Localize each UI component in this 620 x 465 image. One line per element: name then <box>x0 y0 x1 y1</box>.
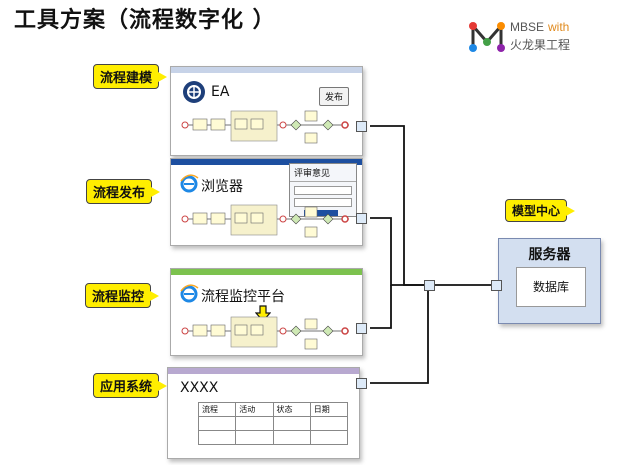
table-cell <box>235 430 274 445</box>
process-table: 流程 活动 状态 日期 <box>197 402 349 445</box>
server-connector <box>491 280 502 291</box>
monitor-connector <box>356 323 367 334</box>
monitor-panel: 流程监控平台 <box>170 268 363 356</box>
database-label: 数据库 <box>532 280 569 294</box>
ea-app-label: EA <box>211 84 230 100</box>
review-comment-title: 评审意见 <box>290 164 356 182</box>
process-diagram <box>181 204 349 238</box>
table-row <box>197 416 349 431</box>
table-header-cell: 流程 <box>197 402 237 417</box>
server-title: 服务器 <box>528 247 571 263</box>
mbse-logo-icon <box>469 22 505 52</box>
monitor-app-label: 流程监控平台 <box>201 289 285 305</box>
table-row <box>197 430 349 445</box>
comment-submit-button[interactable] <box>304 210 338 216</box>
ea-titlebar <box>171 67 362 73</box>
table-header-cell: 日期 <box>309 402 349 417</box>
logo-company: 火龙果工程 <box>510 38 571 52</box>
ea-connector <box>356 121 367 132</box>
review-comment-box: 评审意见 <box>289 163 357 217</box>
ie-icon <box>180 284 199 303</box>
server-box: 服务器 数据库 <box>498 238 601 324</box>
comment-line-2[interactable] <box>294 198 352 207</box>
browser-connector <box>356 213 367 224</box>
appsys-panel: XXXX 流程 活动 状态 日期 <box>167 367 360 459</box>
logo-with: with <box>548 20 570 34</box>
process-diagram <box>181 110 349 144</box>
table-header-cell: 活动 <box>235 402 274 417</box>
table-cell <box>197 430 237 445</box>
ea-panel: EA 发布 <box>170 66 363 156</box>
comment-line-1[interactable] <box>294 186 352 195</box>
table-header-cell: 状态 <box>272 402 311 417</box>
logo-brand: MBSE <box>510 20 545 34</box>
ie-icon <box>180 174 199 193</box>
table-header-row: 流程 活动 状态 日期 <box>197 402 349 417</box>
appsys-app-label: XXXX <box>180 380 219 396</box>
ea-logo-icon <box>183 81 205 103</box>
table-cell <box>272 416 311 431</box>
database-box: 数据库 <box>516 267 586 307</box>
appsys-titlebar <box>168 368 359 374</box>
monitor-titlebar <box>171 269 362 275</box>
process-diagram <box>181 316 349 350</box>
tag-publish: 流程发布 <box>86 179 161 204</box>
page-title: 工具方案（流程数字化 ） <box>14 8 276 33</box>
tag-appsys: 应用系统 <box>93 373 168 398</box>
table-cell <box>309 416 349 431</box>
tag-monitor: 流程监控 <box>85 283 160 308</box>
publish-button[interactable]: 发布 <box>319 87 350 106</box>
table-cell <box>197 416 237 431</box>
browser-titlebar <box>171 159 362 165</box>
hub-connector <box>424 280 435 291</box>
appsys-connector <box>356 378 367 389</box>
browser-app-label: 浏览器 <box>201 179 243 195</box>
table-cell <box>309 430 349 445</box>
tag-modeling: 流程建模 <box>93 64 168 89</box>
table-cell <box>235 416 274 431</box>
table-cell <box>272 430 311 445</box>
browser-panel: 浏览器 评审意见 <box>170 158 363 246</box>
tag-model-center: 模型中心 <box>505 199 576 222</box>
